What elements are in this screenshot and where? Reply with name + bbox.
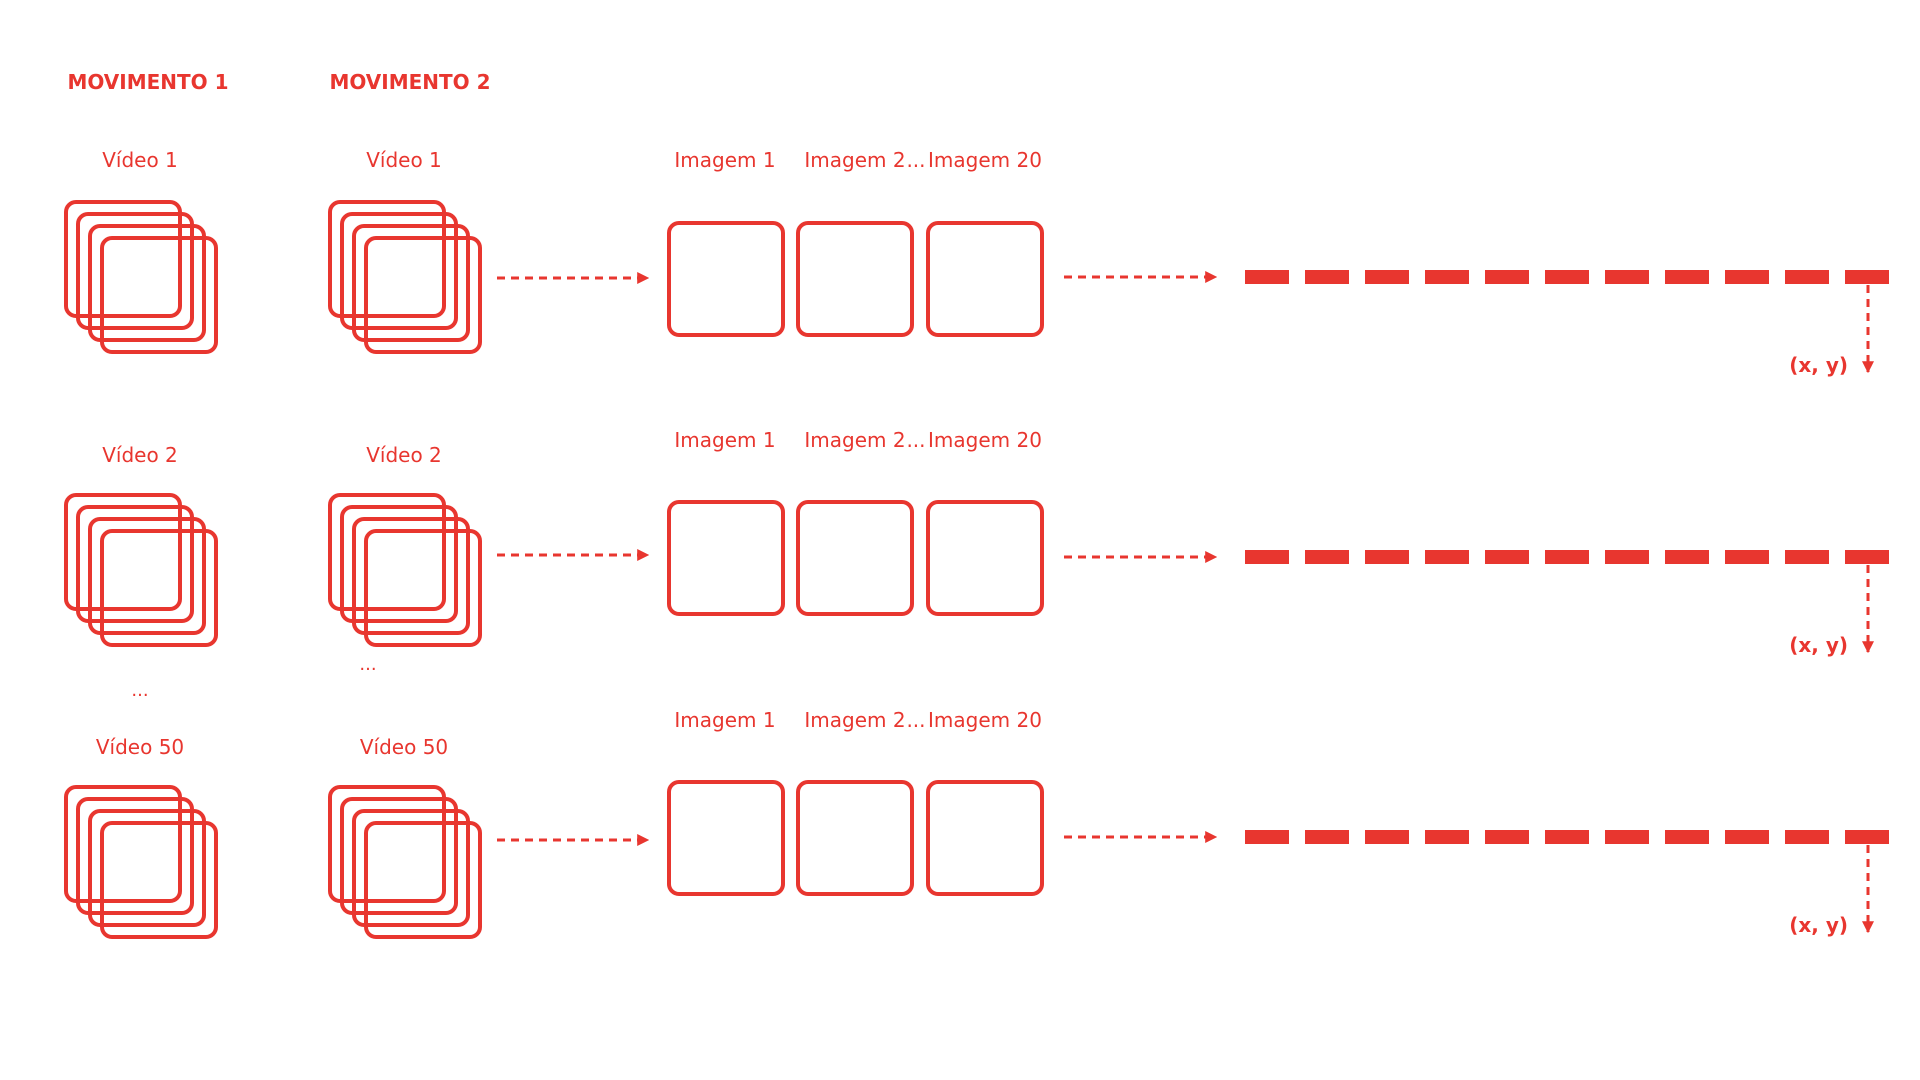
video-label-m2: Vídeo 1	[366, 148, 442, 172]
output-coordinates: (x, y)	[1789, 353, 1848, 377]
image-label-3: Imagem 20	[928, 428, 1042, 452]
output-coordinates: (x, y)	[1789, 913, 1848, 937]
image-ellipsis: ...	[906, 708, 925, 732]
video-label-m2: Vídeo 50	[360, 735, 448, 759]
image-label-3: Imagem 20	[928, 148, 1042, 172]
image-label-2: Imagem 2	[804, 428, 905, 452]
image-frame-2	[796, 221, 914, 337]
image-frame-3	[926, 780, 1044, 896]
image-ellipsis: ...	[906, 148, 925, 172]
video-label-m1: Vídeo 50	[96, 735, 184, 759]
image-label-2: Imagem 2	[804, 708, 905, 732]
row-2: Vídeo 2 Vídeo 2 Imagem 1 Imagem 2 ... Im…	[64, 428, 1892, 657]
heading-movimento-1: MOVIMENTO 1	[67, 70, 228, 94]
video-stack-m1	[64, 200, 218, 354]
video-label-m1: Vídeo 1	[102, 148, 178, 172]
image-frame-2	[796, 500, 914, 616]
heading-movimento-2: MOVIMENTO 2	[329, 70, 490, 94]
image-label-1: Imagem 1	[674, 148, 775, 172]
video-label-m1: Vídeo 2	[102, 443, 178, 467]
image-frame-1	[667, 780, 785, 896]
row-3: Vídeo 50 Vídeo 50 Imagem 1 Imagem 2 ... …	[64, 708, 1892, 939]
image-label-2: Imagem 2	[804, 148, 905, 172]
continuation-m2: ...	[359, 654, 376, 675]
image-label-1: Imagem 1	[674, 428, 775, 452]
continuation-m1: ...	[131, 680, 148, 701]
image-label-1: Imagem 1	[674, 708, 775, 732]
video-label-m2: Vídeo 2	[366, 443, 442, 467]
image-frame-3	[926, 221, 1044, 337]
row-1: Vídeo 1 Vídeo 1 Imagem 1 Imagem 2 ... Im…	[64, 148, 1892, 377]
image-frame-1	[667, 221, 785, 337]
video-stack-m2	[328, 493, 482, 647]
image-frame-1	[667, 500, 785, 616]
image-frame-2	[796, 780, 914, 896]
video-stack-m2	[328, 200, 482, 354]
output-coordinates: (x, y)	[1789, 633, 1848, 657]
video-stack-m2	[328, 785, 482, 939]
image-ellipsis: ...	[906, 428, 925, 452]
image-label-3: Imagem 20	[928, 708, 1042, 732]
image-frame-3	[926, 500, 1044, 616]
video-stack-m1	[64, 493, 218, 647]
video-stack-m1	[64, 785, 218, 939]
